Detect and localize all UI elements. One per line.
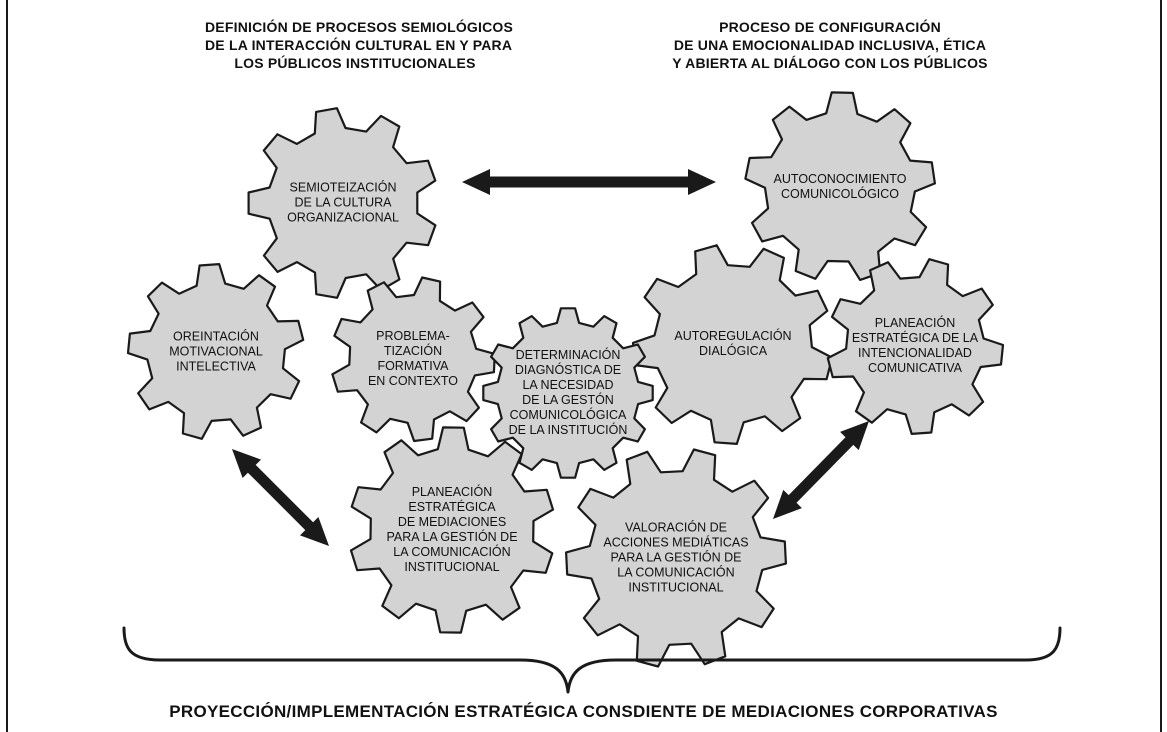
gear-label-problematizacion: PROBLEMA- TIZACIÓN FORMATIVA EN CONTEXTO bbox=[368, 329, 458, 389]
gear-valoracion bbox=[565, 448, 787, 668]
gear-autoconocimiento bbox=[744, 91, 936, 281]
gear-label-line: OREINTACIÓN bbox=[173, 329, 259, 344]
gear-label-line: PROBLEMA- bbox=[376, 329, 450, 343]
double-arrow-right bbox=[773, 421, 869, 519]
gear-label-autoconocimiento: AUTOCONOCIMIENTO COMUNICOLÓGICO bbox=[774, 172, 907, 202]
heading-right: PROCESO DE CONFIGURACIÓN DE UNA EMOCIONA… bbox=[665, 18, 995, 72]
gear-semioteizacion bbox=[247, 107, 437, 299]
curly-brace bbox=[122, 626, 1062, 694]
gear-label-line: PLANEACIÓN bbox=[874, 316, 956, 330]
gear-planeacion-intencionalidad bbox=[826, 258, 1005, 435]
gear-label-planeacion-mediaciones: PLANEACIÓN ESTRATÉGICA DE MEDIACIONES PA… bbox=[386, 485, 517, 575]
gear-determinacion bbox=[482, 307, 654, 479]
footer-caption: PROYECCIÓN/IMPLEMENTACIÓN ESTRATÉGICA CO… bbox=[169, 702, 998, 721]
gear-label-semioteizacion: SEMIOTEIZACIÓN DE LA CULTURA ORGANIZACIO… bbox=[287, 181, 399, 226]
gear-label-line: INSTITUCIONAL bbox=[404, 560, 500, 574]
gear-label-line: VALORACIÓN DE bbox=[625, 520, 727, 535]
gear-label-line: DIALÓGICA bbox=[698, 344, 768, 358]
double-arrow-left bbox=[232, 449, 329, 546]
gear-label-autoregulacion: AUTOREGULACIÓN DIALÓGICA bbox=[674, 329, 791, 359]
gear-label-planeacion-intencionalidad: PLANEACIÓN ESTRATÉGICA DE LA INTENCIONAL… bbox=[852, 316, 978, 376]
gear-label-line: DE LA CULTURA bbox=[294, 195, 392, 210]
heading-left-line-2: DE LA INTERACCIÓN CULTURAL EN Y PARA bbox=[205, 37, 513, 53]
gear-label-line: DE MEDIACIONES bbox=[397, 515, 507, 529]
gear-label-line: INTENCIONALIDAD bbox=[858, 346, 972, 360]
gear-label-determinacion: DETERMINACIÓN DIAGNÓSTICA DE LA NECESIDA… bbox=[509, 348, 628, 438]
gear-oreintacion bbox=[126, 263, 305, 440]
gear-label-line: TIZACIÓN bbox=[383, 344, 443, 358]
gear-label-line: PARA LA GESTIÓN DE bbox=[386, 530, 518, 544]
gear-label-valoracion: VALORACIÓN DE ACCIONES MEDIÁTICAS PARA L… bbox=[603, 521, 748, 596]
gear-label-line: FORMATIVA bbox=[377, 359, 449, 373]
gear-problematizacion bbox=[331, 276, 496, 443]
heading-left-line-3: LOS PÚBLICOS INSTITUCIONALES bbox=[234, 55, 476, 71]
gear-label-line: LA COMUNICACIÓN bbox=[617, 565, 735, 580]
gear-planeacion-mediaciones bbox=[349, 426, 555, 634]
heading-left-line-1: DEFINICIÓN DE PROCESOS SEMIOLÓGICOS bbox=[205, 19, 514, 35]
gear-label-line: DETERMINACIÓN bbox=[515, 348, 621, 362]
heading-right-line-1: PROCESO DE CONFIGURACIÓN bbox=[719, 19, 941, 35]
gear-label-line: COMUNICOLÓGICO bbox=[780, 187, 900, 201]
gear-label-line: PLANEACIÓN bbox=[411, 485, 493, 499]
gear-autoregulacion bbox=[631, 244, 834, 445]
gear-label-line: DE LA INSTITUCIÓN bbox=[508, 423, 628, 437]
gear-label-line: ACCIONES MEDIÁTICAS bbox=[603, 535, 749, 550]
gear-label-line: AUTOCONOCIMIENTO bbox=[773, 172, 907, 186]
gear-label-line: EN CONTEXTO bbox=[367, 374, 459, 388]
gear-label-line: LA NECESIDAD bbox=[522, 378, 614, 392]
gear-label-line: ESTRATÉGICA bbox=[408, 500, 496, 514]
gear-label-line: INTELECTIVA bbox=[176, 359, 256, 374]
heading-left: DEFINICIÓN DE PROCESOS SEMIOLÓGICOS DE L… bbox=[205, 18, 514, 72]
gear-label-line: COMUNICOLÓGICA bbox=[509, 408, 627, 422]
gear-label-line: ORGANIZACIONAL bbox=[287, 210, 399, 225]
gear-label-line: INSTITUCIONAL bbox=[628, 580, 724, 595]
gear-label-line: DIAGNÓSTICA DE bbox=[514, 363, 622, 377]
gear-label-line: AUTOREGULACIÓN bbox=[674, 329, 792, 343]
gear-label-line: ESTRATÉGICA DE LA bbox=[851, 331, 979, 345]
gear-label-line: PARA LA GESTIÓN DE bbox=[610, 550, 742, 565]
heading-right-line-3: Y ABIERTA AL DIÁLOGO CON LOS PÚBLICOS bbox=[672, 55, 988, 71]
gear-label-line: SEMIOTEIZACIÓN bbox=[289, 180, 397, 195]
heading-right-line-2: DE UNA EMOCIONALIDAD INCLUSIVA, ÉTICA bbox=[673, 37, 987, 53]
frame-right-border bbox=[1160, 0, 1162, 732]
gear-label-line: COMUNICATIVA bbox=[868, 361, 962, 375]
gear-label-line: MOTIVACIONAL bbox=[169, 344, 263, 359]
frame-left-border bbox=[6, 0, 8, 732]
gear-label-line: DE LA GESTÓN bbox=[522, 393, 614, 407]
double-arrow-top bbox=[462, 169, 716, 195]
gear-label-line: LA COMUNICACIÓN bbox=[393, 545, 511, 559]
gear-label-oreintacion: OREINTACIÓN MOTIVACIONAL INTELECTIVA bbox=[169, 330, 263, 375]
